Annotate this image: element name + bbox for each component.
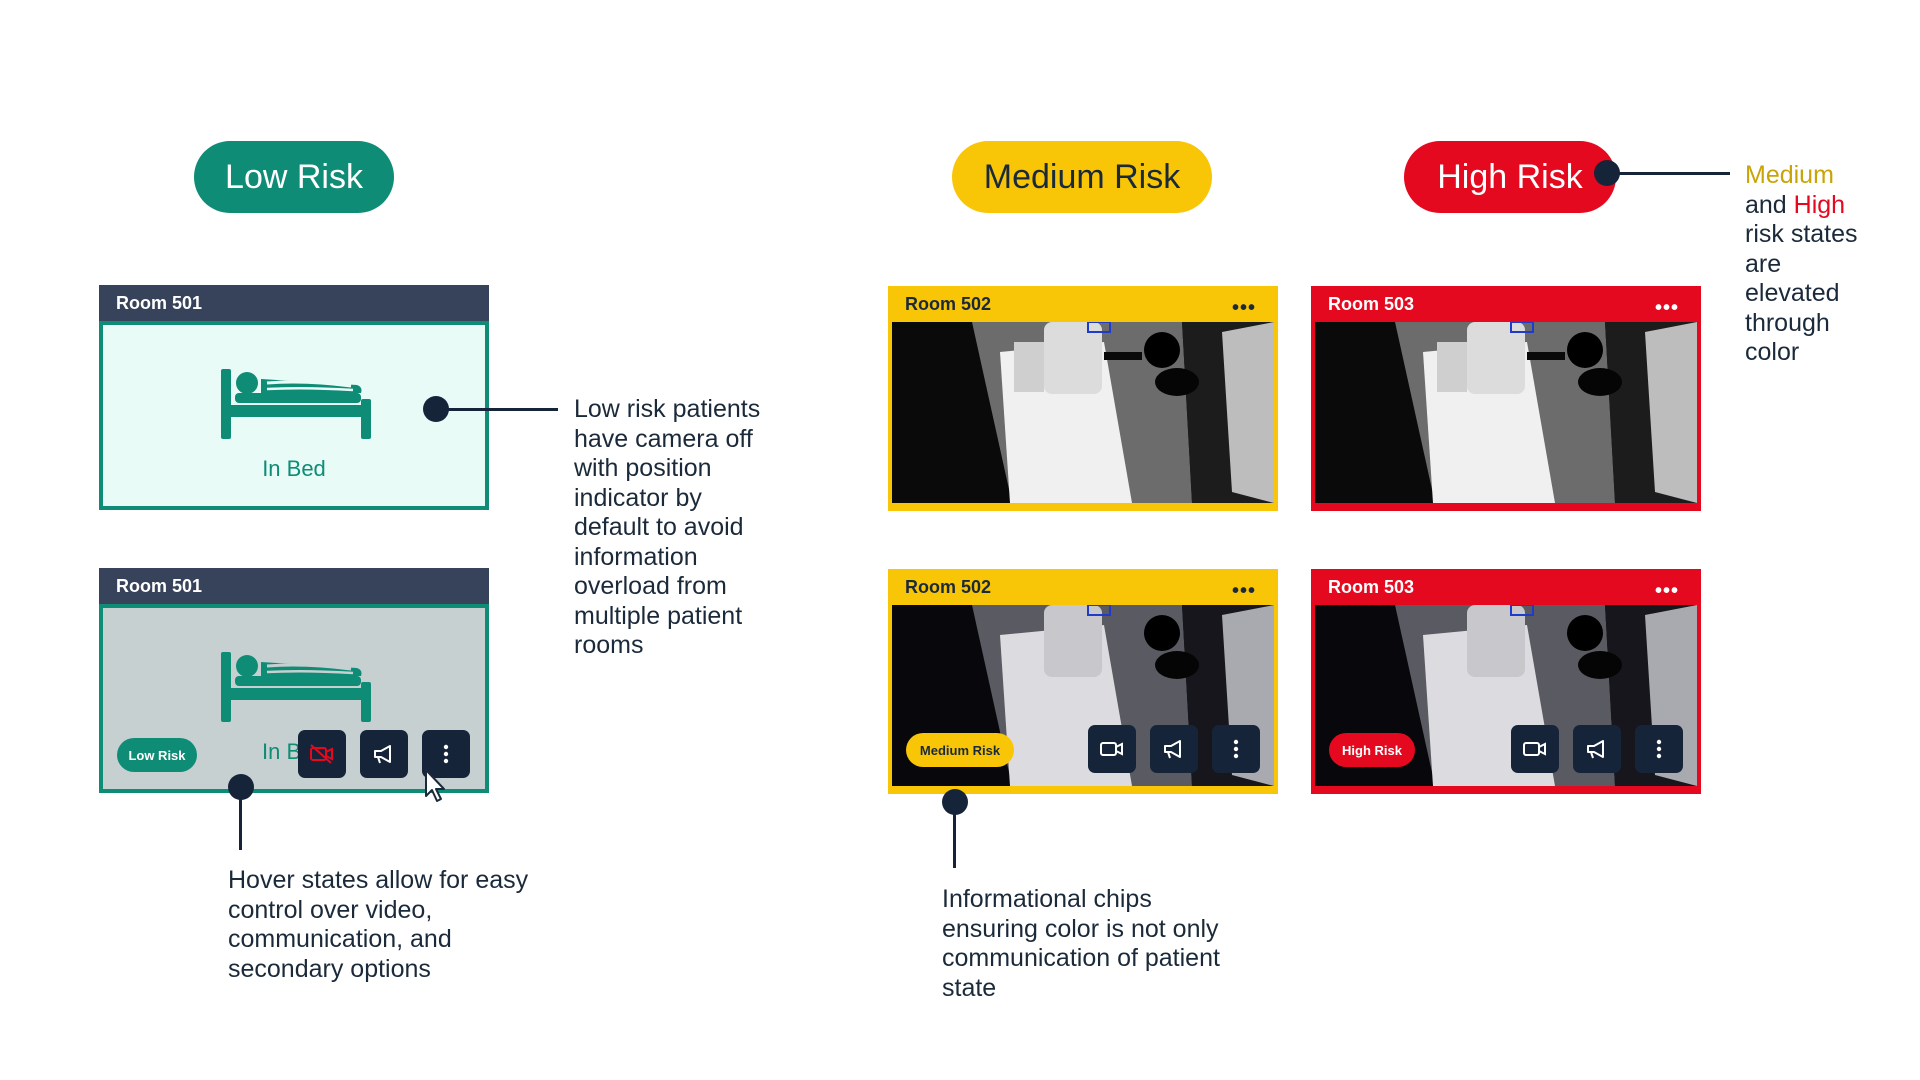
room-501-body-hover: In B Low Risk — [99, 604, 489, 793]
camera-feed-image — [1315, 322, 1697, 503]
elevated-note-and: and — [1745, 190, 1787, 219]
room-502-video-feed — [892, 322, 1274, 503]
mouse-cursor-icon — [425, 769, 445, 802]
hover-note-line: secondary options — [228, 954, 431, 983]
medium-risk-pill: Medium Risk — [952, 141, 1212, 213]
medium-risk-chip: Medium Risk — [906, 733, 1014, 767]
elevated-note-medium: Medium — [1745, 161, 1834, 189]
more-options-button[interactable] — [1212, 725, 1260, 773]
room-502-header: Room 502 — [888, 286, 1278, 322]
speaker-button[interactable] — [1150, 725, 1198, 773]
camera-feed-image — [892, 605, 1274, 786]
high-risk-chip: High Risk — [1329, 733, 1415, 767]
low-risk-note-line: overload from — [574, 572, 727, 600]
room-501-header: Room 501 — [99, 568, 489, 604]
chips-connector-line — [953, 805, 956, 868]
video-camera-icon — [1100, 742, 1123, 756]
room-502-header: Room 502 — [888, 569, 1278, 605]
room-502-video-feed: Medium Risk — [892, 605, 1274, 786]
room-502-card-hover[interactable]: Room 502 ••• Medium Risk — [888, 569, 1278, 794]
elevated-note-line: are — [1745, 249, 1782, 278]
room-502-menu[interactable]: ••• — [1231, 296, 1256, 319]
megaphone-icon — [1164, 740, 1181, 759]
high-risk-connector-line — [1610, 172, 1730, 175]
hover-note-line: communication, and — [228, 925, 452, 953]
low-risk-note-line: rooms — [574, 631, 644, 659]
room-503-title: Room 503 — [1328, 293, 1415, 314]
room-501-title: Room 501 — [116, 292, 203, 313]
hover-note-line: control over video, — [228, 895, 433, 924]
low-risk-note-line: indicator by — [574, 483, 702, 512]
chips-note-line: Informational chips — [942, 885, 1152, 913]
more-vertical-icon — [443, 744, 449, 764]
chips-note: Informational chips ensuring color is no… — [942, 885, 1220, 1003]
camera-off-button[interactable] — [298, 730, 346, 778]
room-501-title: Room 501 — [116, 575, 203, 596]
hover-note-line: Hover states allow for easy — [228, 866, 529, 894]
elevated-note-line: through — [1745, 308, 1830, 337]
more-vertical-icon — [1656, 739, 1662, 759]
room-502-title: Room 502 — [905, 293, 992, 314]
room-503-menu[interactable]: ••• — [1654, 296, 1679, 319]
room-503-title: Room 503 — [1328, 576, 1415, 597]
camera-feed-image — [892, 322, 1274, 503]
elevated-color-note: Medium and High risk states are elevated… — [1745, 161, 1858, 368]
camera-button[interactable] — [1088, 725, 1136, 773]
room-501-header: Room 501 — [99, 285, 489, 321]
more-options-button[interactable] — [422, 730, 470, 778]
chips-note-line: communication of patient — [942, 944, 1220, 972]
hover-connector-line — [239, 790, 242, 850]
elevated-note-line: risk states — [1745, 220, 1858, 248]
room-502-menu[interactable]: ••• — [1231, 579, 1256, 602]
low-risk-note-line: with position — [574, 454, 712, 482]
chips-note-line: state — [942, 973, 997, 1002]
elevated-note-and-high: and High — [1745, 191, 1858, 221]
low-risk-note-line: Low risk patients — [574, 395, 761, 423]
megaphone-icon — [1587, 740, 1604, 759]
camera-button[interactable] — [1511, 725, 1559, 773]
speaker-button[interactable] — [360, 730, 408, 778]
room-503-card-default[interactable]: Room 503 ••• — [1311, 286, 1701, 511]
elevated-note-line: color — [1745, 338, 1800, 366]
bed-patient-icon — [221, 652, 371, 722]
bed-status-label-partial: In B — [262, 739, 302, 764]
camera-off-icon — [310, 744, 333, 764]
hover-note: Hover states allow for easy control over… — [228, 866, 528, 984]
room-501-card-hover[interactable]: Room 501 In B Low Risk — [99, 568, 489, 793]
elevated-note-high: High — [1793, 190, 1846, 219]
low-risk-note-line: multiple patient — [574, 601, 743, 630]
room-503-header: Room 503 — [1311, 286, 1701, 322]
low-risk-note-line: have camera off — [574, 424, 753, 453]
low-risk-chip: Low Risk — [117, 738, 197, 772]
speaker-button[interactable] — [1573, 725, 1621, 773]
video-camera-icon — [1523, 742, 1546, 756]
megaphone-icon — [374, 745, 391, 764]
high-risk-pill: High Risk — [1404, 141, 1616, 213]
room-503-card-hover[interactable]: Room 503 ••• High Risk — [1311, 569, 1701, 794]
room-503-menu[interactable]: ••• — [1654, 579, 1679, 602]
elevated-note-line: elevated — [1745, 279, 1840, 307]
low-risk-note: Low risk patients have camera off with p… — [574, 395, 760, 661]
room-502-title: Room 502 — [905, 576, 992, 597]
low-risk-connector-line — [438, 408, 558, 411]
room-503-video-feed — [1315, 322, 1697, 503]
low-risk-note-line: information — [574, 542, 698, 571]
room-503-video-feed: High Risk — [1315, 605, 1697, 786]
bed-patient-icon — [221, 369, 371, 439]
low-risk-note-line: default to avoid — [574, 513, 744, 541]
room-503-header: Room 503 — [1311, 569, 1701, 605]
bed-status-label: In Bed — [262, 456, 326, 481]
room-502-card-default[interactable]: Room 502 ••• — [888, 286, 1278, 511]
low-risk-pill: Low Risk — [194, 141, 394, 213]
more-options-button[interactable] — [1635, 725, 1683, 773]
more-vertical-icon — [1233, 739, 1239, 759]
chips-note-line: ensuring color is not only — [942, 914, 1219, 943]
